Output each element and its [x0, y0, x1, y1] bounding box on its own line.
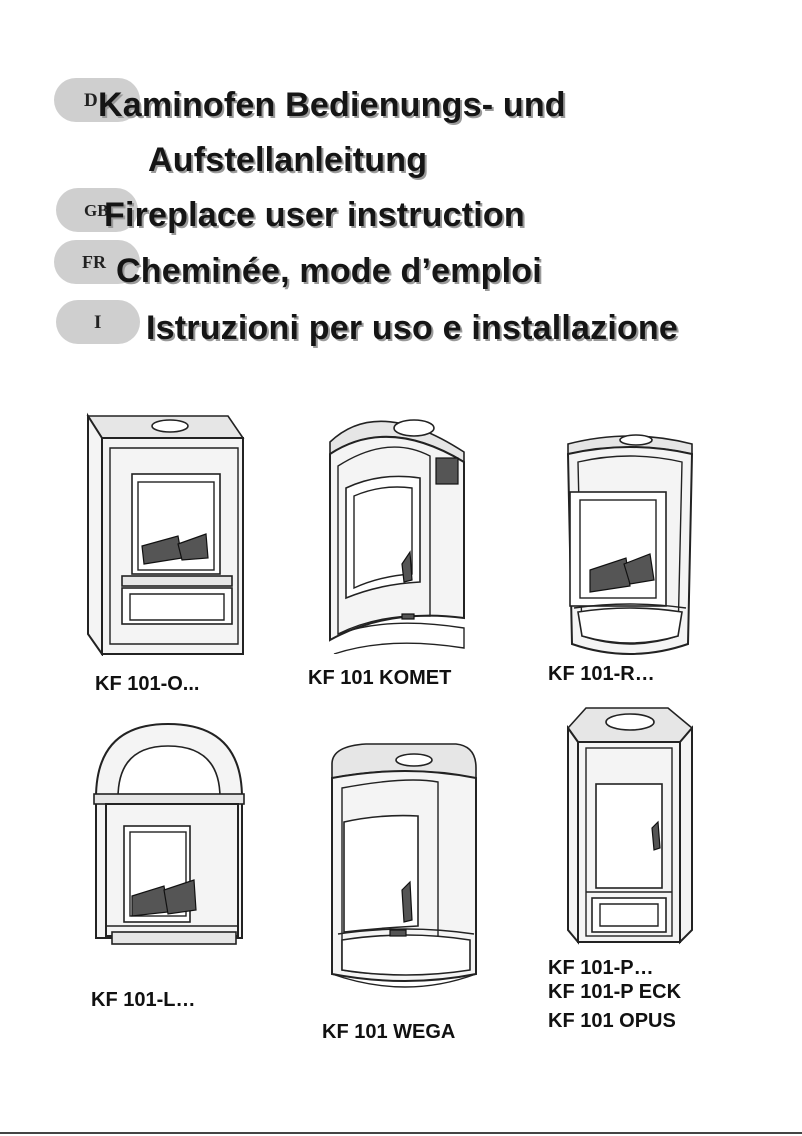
product-label-kf101-opus: KF 101 OPUS — [548, 1010, 676, 1032]
product-label-kf101p-eck: KF 101-P ECK — [548, 981, 682, 1003]
title-french: Cheminée, mode d’emploi — [116, 252, 542, 290]
product-label-kf101-komet: KF 101 KOMET — [308, 667, 452, 689]
product-label-kf101l: KF 101-L… — [91, 989, 196, 1011]
language-badge-de-text: D — [84, 89, 98, 111]
language-badge-fr-text: FR — [82, 252, 106, 272]
stove-corner-icon — [556, 704, 698, 948]
stove-arched-icon — [88, 722, 250, 954]
language-badge-it: I — [56, 300, 140, 344]
product-label-kf101-wega: KF 101 WEGA — [322, 1021, 456, 1043]
product-label-kf101p: KF 101-P… — [548, 957, 654, 979]
stove-rectangular-icon — [78, 408, 248, 656]
stove-curved-icon — [318, 402, 470, 654]
language-badge-gb-text: GB — [84, 200, 109, 220]
language-badge-fr: FR — [54, 240, 140, 284]
language-badge-de: D — [54, 78, 140, 122]
title-english: Fireplace user instruction — [104, 196, 525, 234]
title-italian: Istruzioni per uso e installazione — [146, 309, 679, 347]
bottom-divider — [0, 1132, 802, 1134]
title-german-line1: Kaminofen Bedienungs- und — [98, 86, 566, 124]
product-label-kf101o: KF 101-O... — [95, 673, 200, 695]
stove-cylindrical-icon — [326, 738, 486, 1010]
stove-round-icon — [560, 430, 700, 662]
product-label-kf101r: KF 101-R… — [548, 663, 655, 685]
title-german-line2: Aufstellanleitung — [148, 141, 428, 179]
language-badge-gb: GB — [56, 188, 138, 232]
language-badge-it-text: I — [94, 311, 102, 333]
